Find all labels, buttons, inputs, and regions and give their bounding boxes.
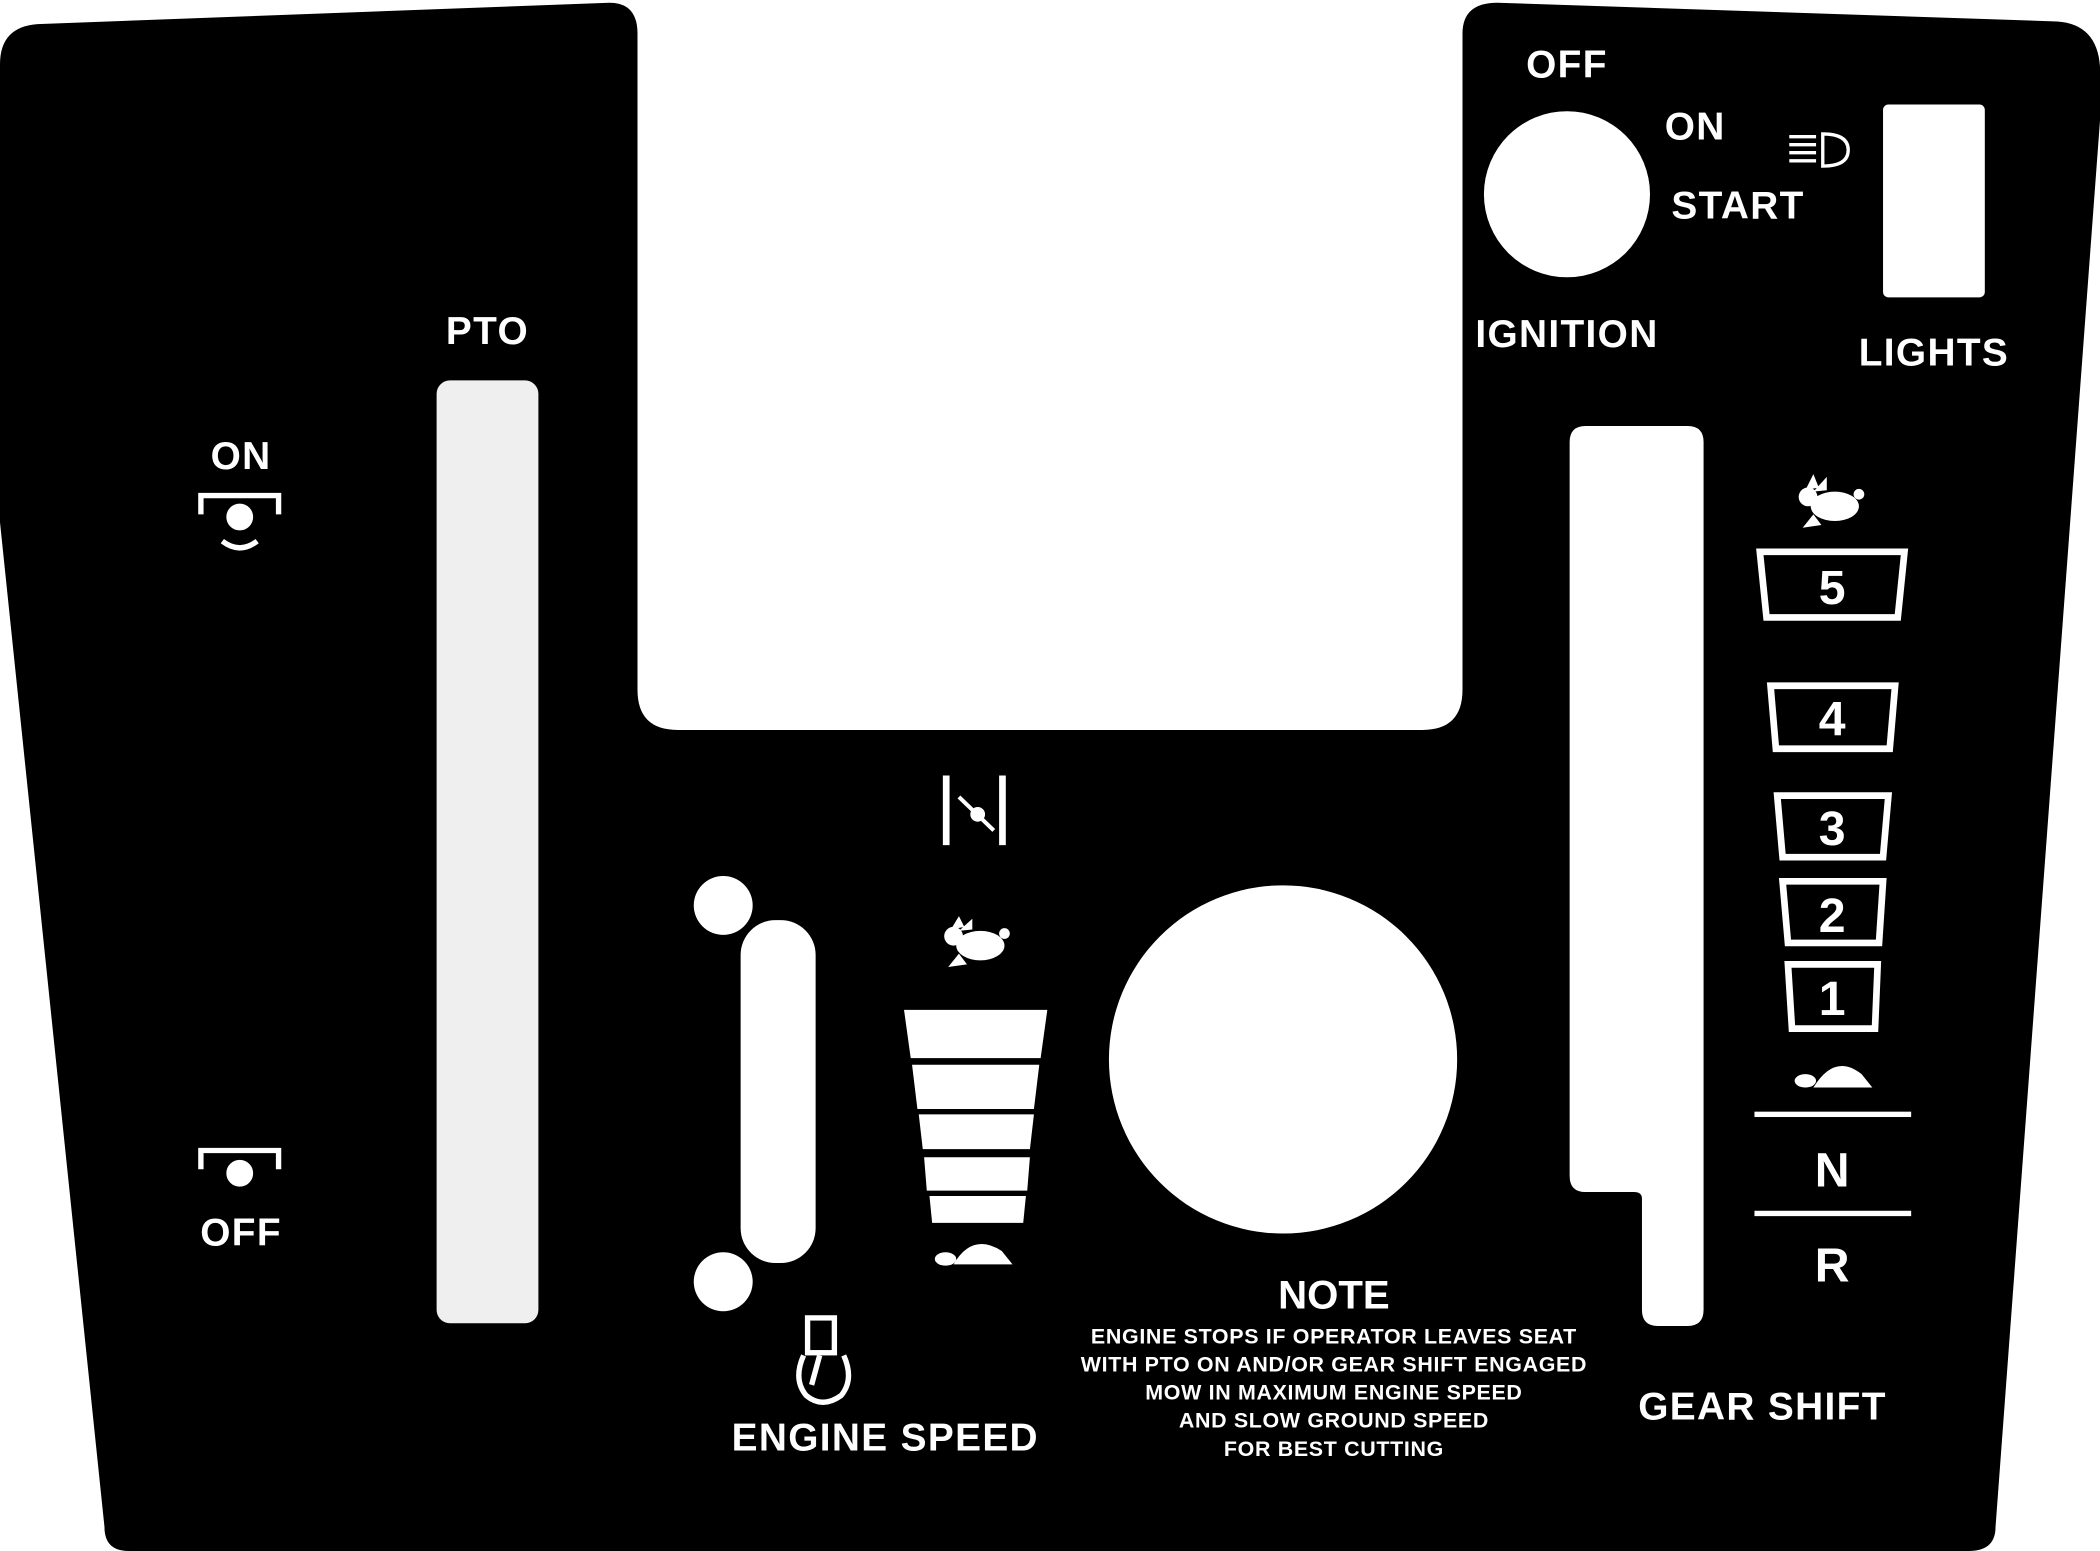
throttle-icon (942, 775, 1006, 846)
gear-1-label: 1 (1819, 972, 1846, 1026)
note-line: FOR BEST CUTTING (1224, 1437, 1444, 1461)
pto-lever-slot[interactable] (436, 380, 539, 1324)
ignition-on-label: ON (1665, 105, 1726, 148)
lights-switch-hole[interactable] (1883, 104, 1985, 298)
pto-off-icon (198, 1147, 282, 1187)
headlight-icon (1789, 132, 1850, 168)
gear-4-box (1766, 682, 1899, 753)
lights-title: LIGHTS (1859, 332, 2009, 375)
gear-5-label: 5 (1819, 561, 1846, 615)
note-line: AND SLOW GROUND SPEED (1179, 1409, 1489, 1433)
rabbit-fast-icon (1798, 474, 1865, 528)
turtle-slow-icon (1794, 1065, 1873, 1088)
gear-3-box (1773, 792, 1893, 861)
pto-title: PTO (446, 310, 529, 353)
note-line: ENGINE STOPS IF OPERATOR LEAVES SEAT (1091, 1324, 1577, 1348)
note-line: MOW IN MAXIMUM ENGINE SPEED (1145, 1381, 1522, 1405)
gear-1-box (1784, 960, 1882, 1032)
gear-shift-title: GEAR SHIFT (1638, 1386, 1887, 1429)
speed-scale-icon (904, 1009, 1048, 1223)
engine-speed-icon (796, 1315, 852, 1405)
ignition-start-label: START (1671, 184, 1804, 227)
rabbit-fast-icon (944, 916, 1010, 968)
ignition-switch-hole[interactable] (1483, 111, 1650, 278)
ignition-title: IGNITION (1475, 313, 1658, 356)
pto-off-label: OFF (200, 1212, 282, 1255)
note-title: NOTE (1278, 1273, 1390, 1318)
gear-shift-slot[interactable] (1569, 425, 1704, 1326)
gear-3-label: 3 (1819, 802, 1846, 856)
gear-2-label: 2 (1819, 889, 1846, 943)
steering-column-hole (1108, 885, 1458, 1234)
pto-on-label: ON (211, 435, 272, 478)
gear-5-box (1756, 548, 1909, 621)
gear-reverse-label: R (1815, 1239, 1850, 1293)
gear-4-label: 4 (1819, 692, 1846, 746)
gear-neutral-label: N (1815, 1144, 1850, 1198)
note-line: WITH PTO ON AND/OR GEAR SHIFT ENGAGED (1081, 1352, 1587, 1376)
neutral-divider-top (1754, 1111, 1912, 1118)
choke-hole-bottom (693, 1252, 753, 1312)
engine-speed-title: ENGINE SPEED (732, 1416, 1039, 1459)
neutral-divider-bottom (1754, 1210, 1912, 1217)
ignition-off-label: OFF (1526, 44, 1608, 87)
choke-hole-top (693, 875, 753, 935)
pto-on-icon (198, 492, 282, 551)
throttle-lever-slot[interactable] (740, 920, 816, 1263)
turtle-slow-icon (934, 1244, 1013, 1266)
gear-2-box (1778, 877, 1887, 947)
